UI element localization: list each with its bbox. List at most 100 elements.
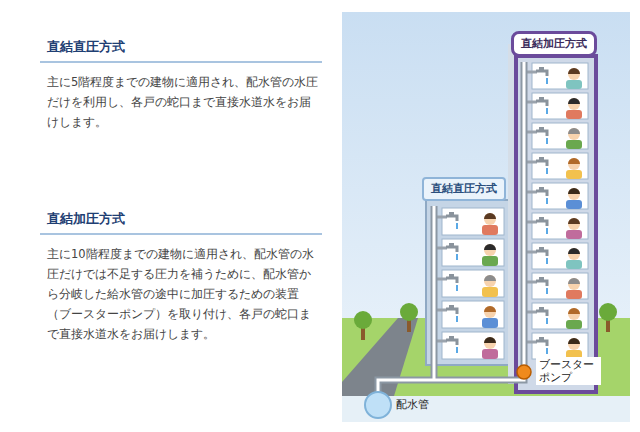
floor-unit: [532, 243, 588, 269]
faucet-handle: [539, 187, 544, 190]
faucet: [536, 221, 547, 226]
tree: [354, 311, 372, 329]
person-body: [482, 225, 498, 235]
person-hair: [484, 337, 496, 343]
label-slot: 配水管: [396, 398, 429, 412]
section-body: 主に5階程度までの建物に適用され、配水管の水圧だけを利用し、各戸の蛇口まで直接水…: [47, 72, 319, 132]
label-slot: ブースター ポンプ: [536, 357, 601, 385]
label-slot: 主に5階程度までの建物に適用され、配水管の水圧だけを利用し、各戸の蛇口まで直接水…: [47, 72, 319, 132]
booster-pump: [517, 365, 531, 379]
tag-text: 直結直圧方式: [431, 182, 497, 196]
low-building: [426, 200, 512, 365]
person-head: [568, 248, 580, 260]
faucet: [536, 281, 547, 286]
faucet-handle: [539, 277, 544, 280]
faucet: [536, 341, 547, 346]
floor-units: [434, 63, 588, 359]
floor-unit: [532, 63, 588, 89]
section-body: 主に10階程度までの建物に適用され、配水管の水圧だけでは不足する圧力を補うために…: [47, 244, 319, 344]
person-hair: [484, 213, 496, 219]
person-hair: [484, 244, 496, 250]
faucet: [446, 309, 457, 314]
faucet-handle: [449, 274, 454, 277]
person-body: [566, 230, 582, 239]
person-hair: [568, 158, 580, 164]
water-stream: [546, 138, 548, 144]
sky: [342, 12, 630, 422]
water-stream: [546, 228, 548, 234]
person-head: [484, 275, 496, 287]
person-hair: [484, 275, 496, 281]
faucet-handle: [539, 67, 544, 70]
water-stream: [456, 285, 458, 291]
person-head: [568, 218, 580, 230]
tree: [400, 303, 418, 321]
person-hair: [568, 98, 580, 104]
faucet-handle: [449, 212, 454, 215]
faucet: [536, 71, 547, 76]
faucet-handle: [539, 157, 544, 160]
person-hair: [568, 278, 580, 284]
floor-unit: [532, 273, 588, 299]
floor-unit: [532, 333, 588, 359]
tree: [599, 303, 617, 321]
floor-unit: [442, 208, 504, 235]
person-hair: [568, 218, 580, 224]
label-slot: 直結加圧方式: [47, 210, 327, 228]
faucet: [536, 131, 547, 136]
person-hair: [568, 188, 580, 194]
person-body: [566, 110, 582, 119]
faucet: [446, 216, 457, 221]
system-tag: 直結加圧方式: [511, 31, 597, 57]
floor-unit: [532, 303, 588, 329]
supply-pipe: [378, 62, 524, 394]
pump-label: ブースター ポンプ: [536, 357, 601, 385]
water-stream: [456, 254, 458, 260]
person-body: [482, 256, 498, 266]
water-stream: [546, 198, 548, 204]
faucet: [446, 278, 457, 283]
floor-unit: [532, 123, 588, 149]
person-hair: [568, 248, 580, 254]
water-stream: [546, 78, 548, 84]
faucet-handle: [449, 305, 454, 308]
heading-underline: [40, 61, 322, 63]
person-head: [568, 338, 580, 350]
floor-unit: [442, 301, 504, 328]
section-heading: 直結加圧方式: [47, 210, 327, 228]
faucet: [446, 340, 457, 345]
faucet: [536, 311, 547, 316]
floor-unit: [532, 153, 588, 179]
system-tag: 直結直圧方式: [422, 177, 506, 201]
main-pipe: [365, 392, 391, 418]
floor-unit: [442, 332, 504, 359]
water-stream: [546, 348, 548, 354]
label-slot: 直結直圧方式: [47, 38, 327, 56]
water-stream: [456, 223, 458, 229]
water-stream: [546, 318, 548, 324]
section-heading: 直結直圧方式: [47, 38, 327, 56]
faucet-handle: [449, 243, 454, 246]
person-body: [566, 140, 582, 149]
faucet: [536, 101, 547, 106]
faucet: [536, 251, 547, 256]
person-body: [566, 320, 582, 329]
floor-unit: [532, 213, 588, 239]
person-head: [484, 337, 496, 349]
person-body: [482, 349, 498, 359]
tall-building: [516, 56, 596, 392]
person-body: [566, 200, 582, 209]
floor-unit: [442, 239, 504, 266]
person-body: [482, 287, 498, 297]
supply-pipe: [378, 62, 524, 394]
person-head: [484, 306, 496, 318]
faucet: [536, 161, 547, 166]
water-stream: [546, 168, 548, 174]
person-hair: [568, 128, 580, 134]
person-body: [566, 260, 582, 269]
faucet-handle: [539, 97, 544, 100]
floor-unit: [532, 183, 588, 209]
faucet-handle: [539, 307, 544, 310]
heading-underline: [40, 233, 322, 235]
person-head: [484, 244, 496, 256]
